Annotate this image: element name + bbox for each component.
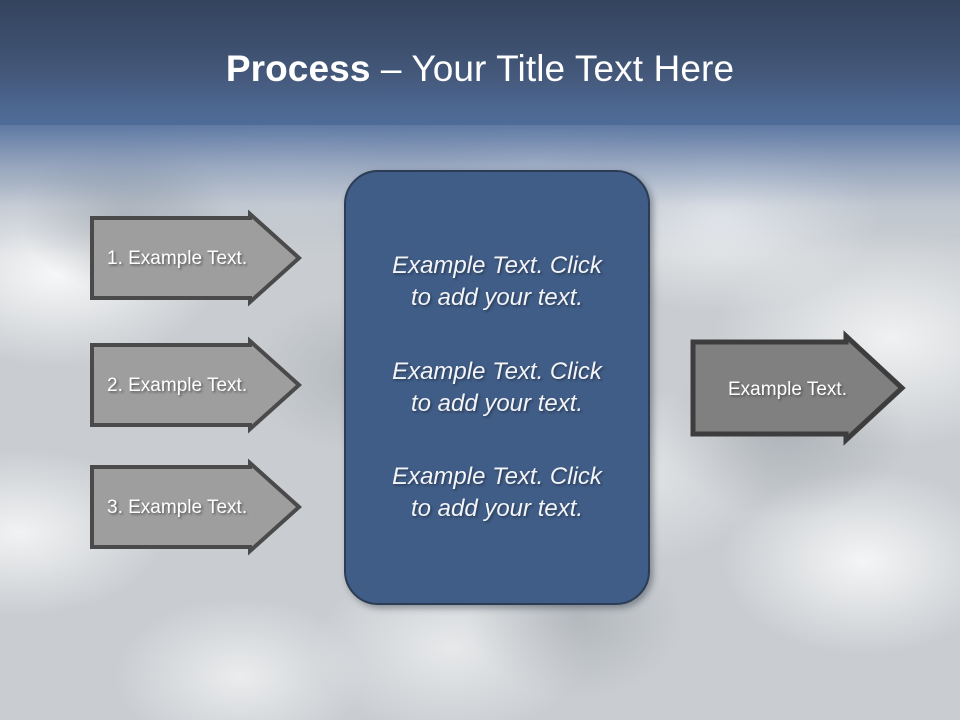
process-arrow-1-label: 1. Example Text. bbox=[107, 248, 248, 269]
page-title: Process – Your Title Text Here bbox=[0, 50, 960, 87]
page-title-separator: – bbox=[370, 48, 412, 89]
center-panel-text-3: Example Text. Click to add your text. bbox=[392, 463, 602, 523]
slide-header-band: Process – Your Title Text Here bbox=[0, 0, 960, 125]
process-arrow-2[interactable]: 2. Example Text. bbox=[90, 336, 302, 434]
center-panel-text-2: Example Text. Click to add your text. bbox=[392, 357, 602, 417]
process-output-arrow[interactable]: Example Text. bbox=[690, 330, 906, 446]
process-arrow-3[interactable]: 3. Example Text. bbox=[90, 458, 302, 556]
process-arrow-1[interactable]: 1. Example Text. bbox=[90, 209, 302, 307]
process-arrow-2-label: 2. Example Text. bbox=[107, 375, 248, 396]
arrow-right-shape-icon bbox=[690, 330, 906, 446]
page-title-light: Your Title Text Here bbox=[411, 48, 735, 89]
process-arrow-3-label: 3. Example Text. bbox=[107, 497, 248, 518]
arrow-right-shape-icon bbox=[90, 336, 302, 434]
arrow-right-shape-icon bbox=[90, 458, 302, 556]
process-center-panel[interactable]: Example Text. Click to add your text. Ex… bbox=[344, 170, 650, 605]
process-output-arrow-label: Example Text. bbox=[728, 379, 847, 400]
center-panel-text-1: Example Text. Click to add your text. bbox=[392, 251, 602, 311]
page-title-strong: Process bbox=[225, 48, 371, 89]
arrow-right-shape-icon bbox=[90, 209, 302, 307]
